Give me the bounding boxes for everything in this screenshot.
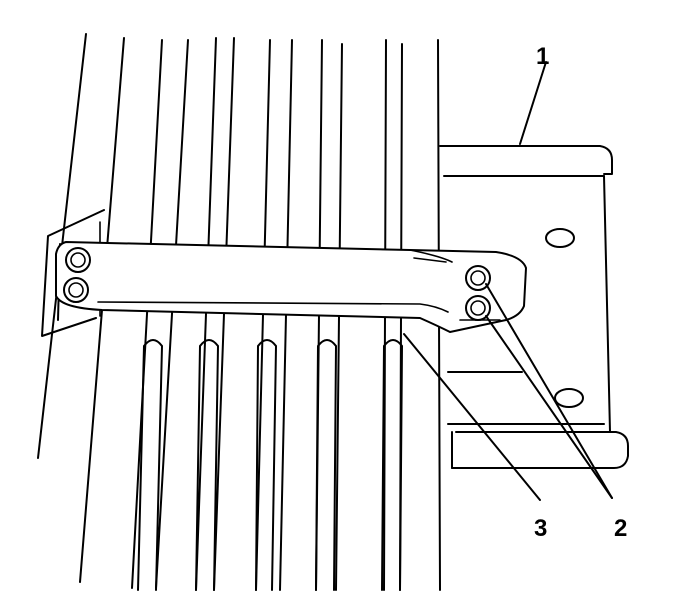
plate-hole-lower [554, 388, 584, 408]
callout-2: 2 [614, 515, 627, 542]
leader-2b [485, 315, 613, 499]
bolt-right-lower [465, 295, 491, 321]
panel-grooves [137, 339, 403, 591]
leader-2a [485, 283, 613, 499]
callout-3: 3 [534, 515, 547, 542]
plate-hole-upper [545, 228, 575, 248]
bolt-left-lower [63, 277, 89, 303]
bolt-right-upper [465, 265, 491, 291]
bolts [63, 247, 491, 321]
leader-lines [403, 61, 613, 501]
leader-1 [519, 61, 547, 145]
support-bracket [55, 241, 527, 333]
callout-1: 1 [536, 43, 549, 70]
bolt-left-upper [65, 247, 91, 273]
leader-3 [403, 333, 541, 501]
mounting-plate [439, 145, 629, 469]
